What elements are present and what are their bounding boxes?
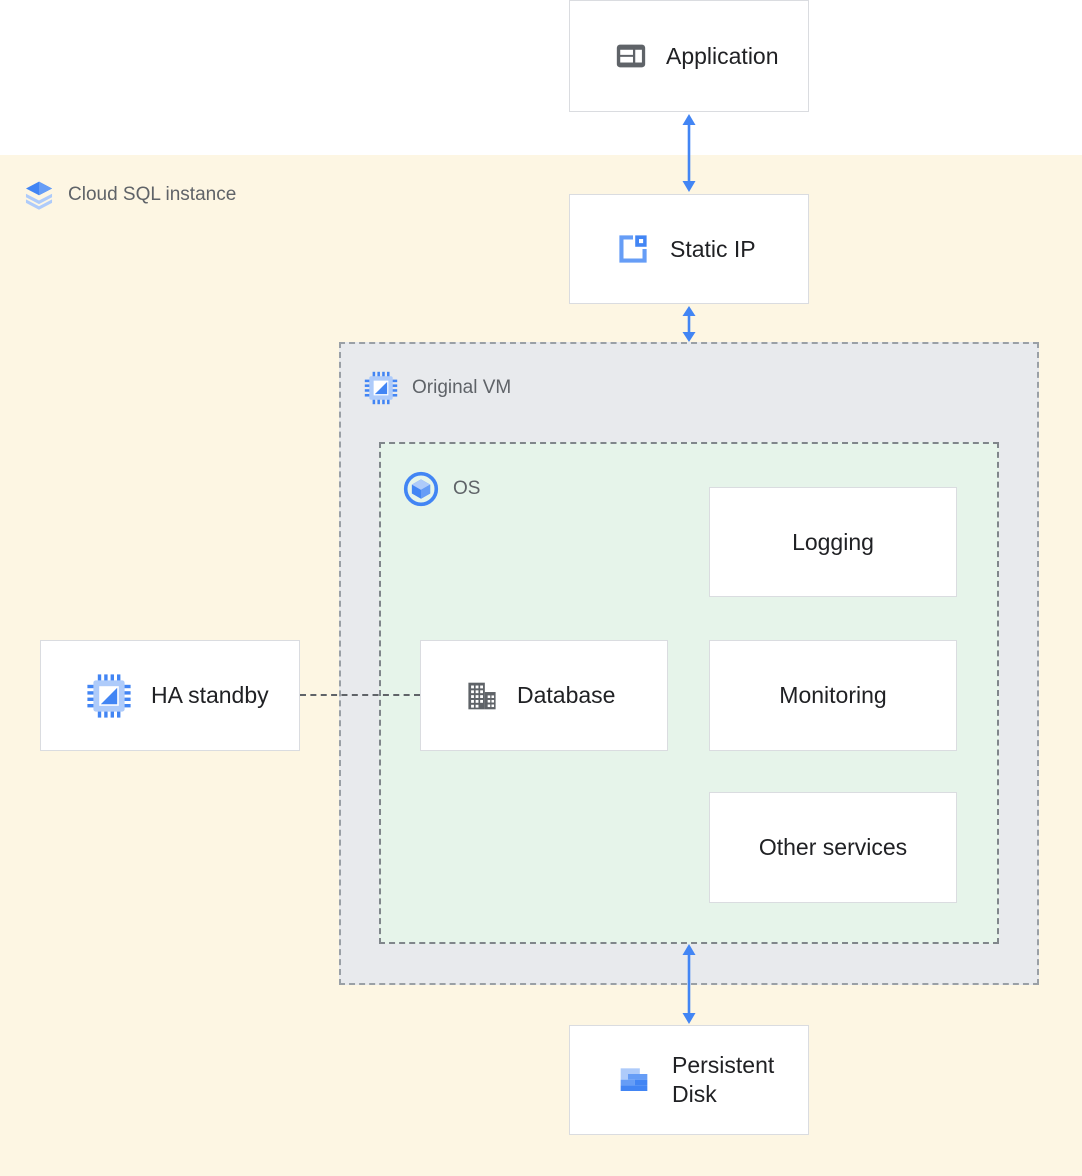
other-services-label: Other services xyxy=(759,833,907,862)
persistent-disk-icon xyxy=(614,1060,654,1100)
persistent-disk-label: Persistent Disk xyxy=(672,1051,774,1109)
logging-label: Logging xyxy=(792,528,874,557)
application-window-icon xyxy=(614,39,648,73)
os-circle-cube-icon xyxy=(403,471,439,507)
os-label: OS xyxy=(453,478,480,500)
other-services-node[interactable]: Other services xyxy=(709,792,957,903)
application-node[interactable]: Application xyxy=(569,0,809,112)
connector-static-ip-to-vm xyxy=(669,304,709,344)
cloud-sql-layers-icon xyxy=(22,178,56,212)
cloud-sql-instance-header: Cloud SQL instance xyxy=(22,178,236,212)
connector-ha-standby-to-database xyxy=(300,694,420,696)
original-vm-header: Original VM xyxy=(363,370,511,406)
database-building-icon xyxy=(465,679,499,713)
database-node[interactable]: Database xyxy=(420,640,668,751)
application-label: Application xyxy=(666,42,779,71)
ha-standby-label: HA standby xyxy=(151,681,269,710)
original-vm-label: Original VM xyxy=(412,377,511,399)
connector-application-to-static-ip xyxy=(669,112,709,194)
ha-standby-chip-icon xyxy=(85,672,133,720)
static-ip-label: Static IP xyxy=(670,235,756,264)
database-label: Database xyxy=(517,681,615,710)
static-ip-node[interactable]: Static IP xyxy=(569,194,809,304)
connector-os-to-persistent-disk xyxy=(669,942,709,1026)
ha-standby-node[interactable]: HA standby xyxy=(40,640,300,751)
cloud-sql-instance-label: Cloud SQL instance xyxy=(68,184,236,206)
os-header: OS xyxy=(403,471,480,507)
persistent-disk-node[interactable]: Persistent Disk xyxy=(569,1025,809,1135)
vm-chip-icon xyxy=(363,370,399,406)
static-ip-icon xyxy=(614,230,652,268)
monitoring-label: Monitoring xyxy=(779,681,886,710)
logging-node[interactable]: Logging xyxy=(709,487,957,597)
monitoring-node[interactable]: Monitoring xyxy=(709,640,957,751)
